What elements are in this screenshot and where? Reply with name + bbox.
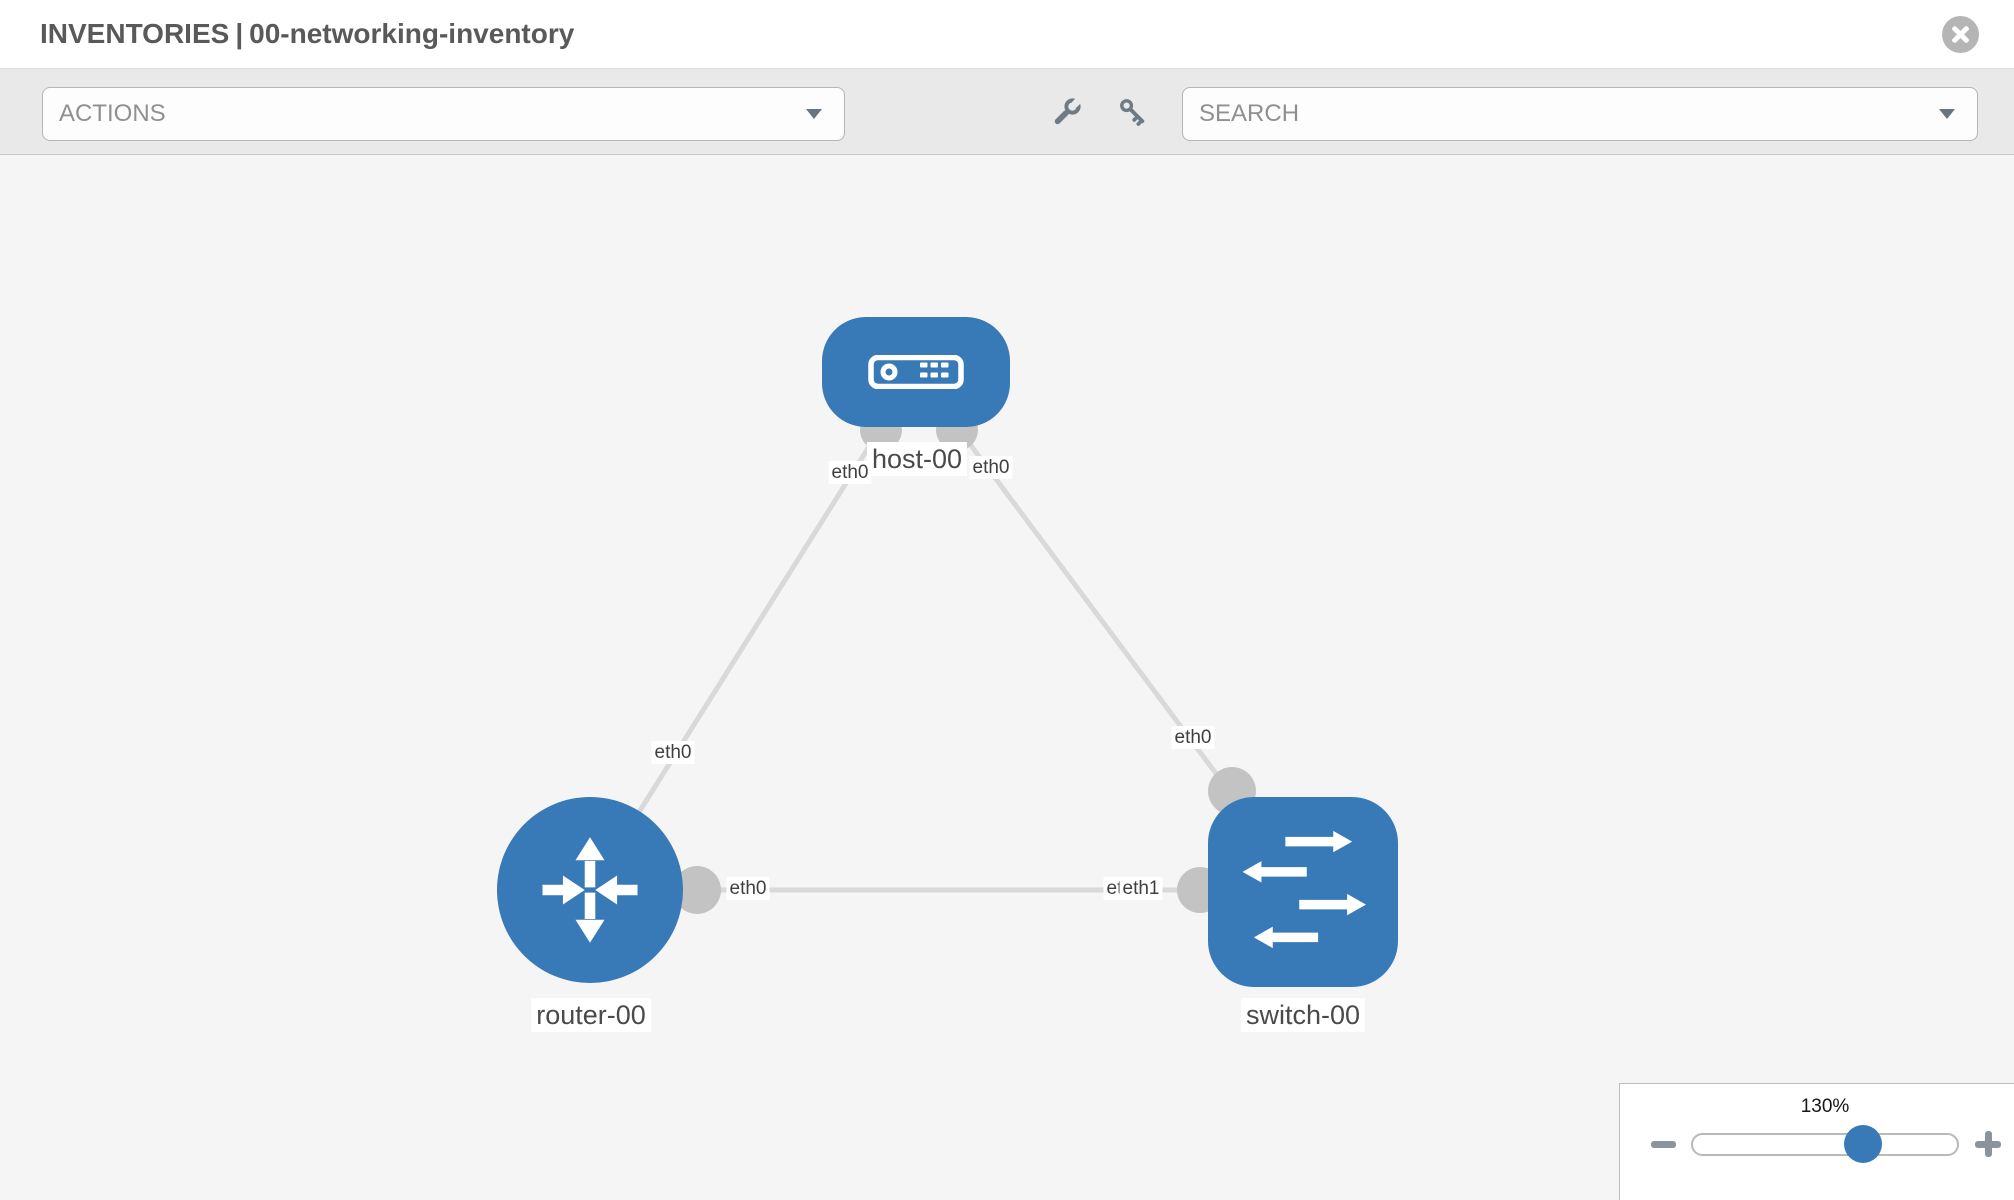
- zoom-out-icon[interactable]: [1651, 1141, 1676, 1148]
- header-bar: INVENTORIES|00-networking-inventory: [0, 0, 2014, 68]
- wrench-icon: [1054, 96, 1083, 125]
- actions-dropdown[interactable]: ACTIONS: [42, 87, 845, 141]
- configure-button[interactable]: [1050, 95, 1084, 129]
- node-router-00[interactable]: [497, 797, 683, 983]
- topology-canvas[interactable]: host-00 router-00 switch-00 eth0 eth0 et…: [0, 155, 2014, 1200]
- interface-label: eth0: [828, 461, 872, 484]
- toolbar: ACTIONS SEARCH: [0, 68, 2014, 155]
- credentials-button[interactable]: [1116, 95, 1150, 129]
- search-dropdown-label: SEARCH: [1199, 100, 1300, 127]
- interface-label: eth0: [1171, 726, 1215, 749]
- zoom-level: 130%: [1800, 1096, 1850, 1117]
- actions-dropdown-label: ACTIONS: [59, 100, 166, 127]
- breadcrumb-separator: |: [235, 18, 244, 49]
- link-host-router: [587, 370, 919, 892]
- interface-label: eth0: [651, 741, 695, 764]
- key-icon: [1120, 99, 1145, 126]
- host-icon: [868, 355, 964, 389]
- node-switch-00[interactable]: [1208, 797, 1398, 987]
- zoom-control-panel: 130%: [1619, 1083, 2014, 1200]
- zoom-slider-thumb[interactable]: [1844, 1125, 1882, 1163]
- zoom-in-icon[interactable]: [1975, 1131, 2001, 1157]
- page-title: INVENTORIES|00-networking-inventory: [40, 0, 580, 68]
- interface-port: [673, 866, 721, 914]
- interface-label: eth1: [1119, 877, 1163, 900]
- node-label-host: host-00: [866, 442, 968, 476]
- interface-label: eth0: [969, 456, 1013, 479]
- actions-caret-icon: [806, 109, 822, 119]
- topology-links-layer: [587, 370, 1306, 914]
- search-dropdown[interactable]: SEARCH: [1182, 87, 1978, 141]
- node-label-switch: switch-00: [1240, 998, 1366, 1032]
- node-host-00[interactable]: [822, 317, 1010, 427]
- switch-icon: [1242, 830, 1366, 949]
- search-caret-icon: [1939, 109, 1955, 119]
- breadcrumb-primary: INVENTORIES: [40, 18, 230, 49]
- zoom-slider-track[interactable]: [1691, 1133, 1959, 1156]
- interface-label: eth0: [726, 877, 770, 900]
- router-icon: [542, 837, 638, 943]
- close-button[interactable]: [1942, 16, 1979, 53]
- breadcrumb-secondary: 00-networking-inventory: [249, 18, 575, 49]
- node-label-router: router-00: [531, 998, 651, 1032]
